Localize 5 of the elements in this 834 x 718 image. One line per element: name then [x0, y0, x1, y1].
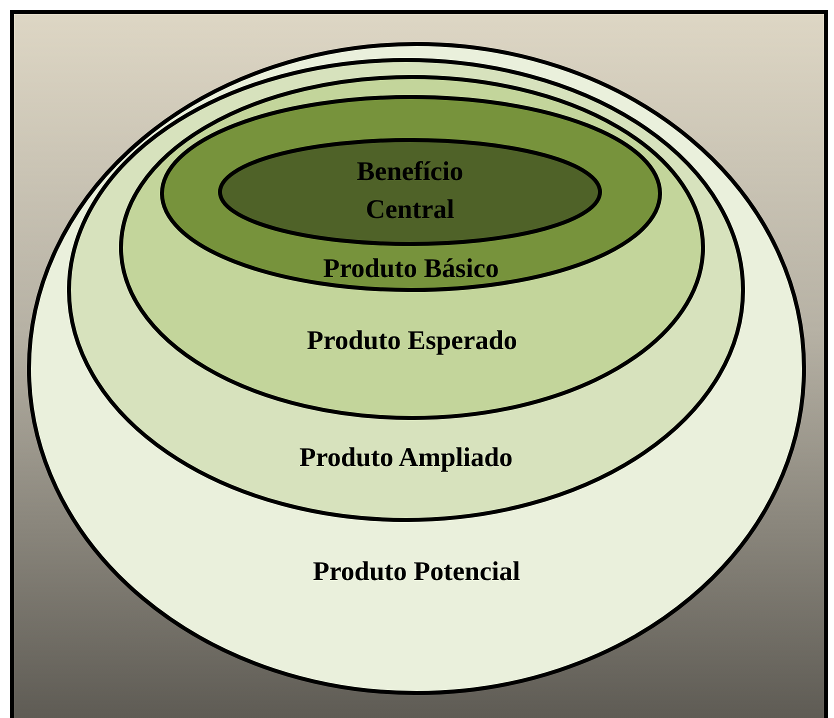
layer-label: Benefício Central: [356, 155, 464, 226]
layer-label: Produto Potencial: [312, 555, 522, 588]
layer-label: Produto Esperado: [306, 324, 518, 357]
layer-label: Produto Básico: [322, 252, 500, 285]
layer-label: Produto Ampliado: [298, 441, 514, 474]
